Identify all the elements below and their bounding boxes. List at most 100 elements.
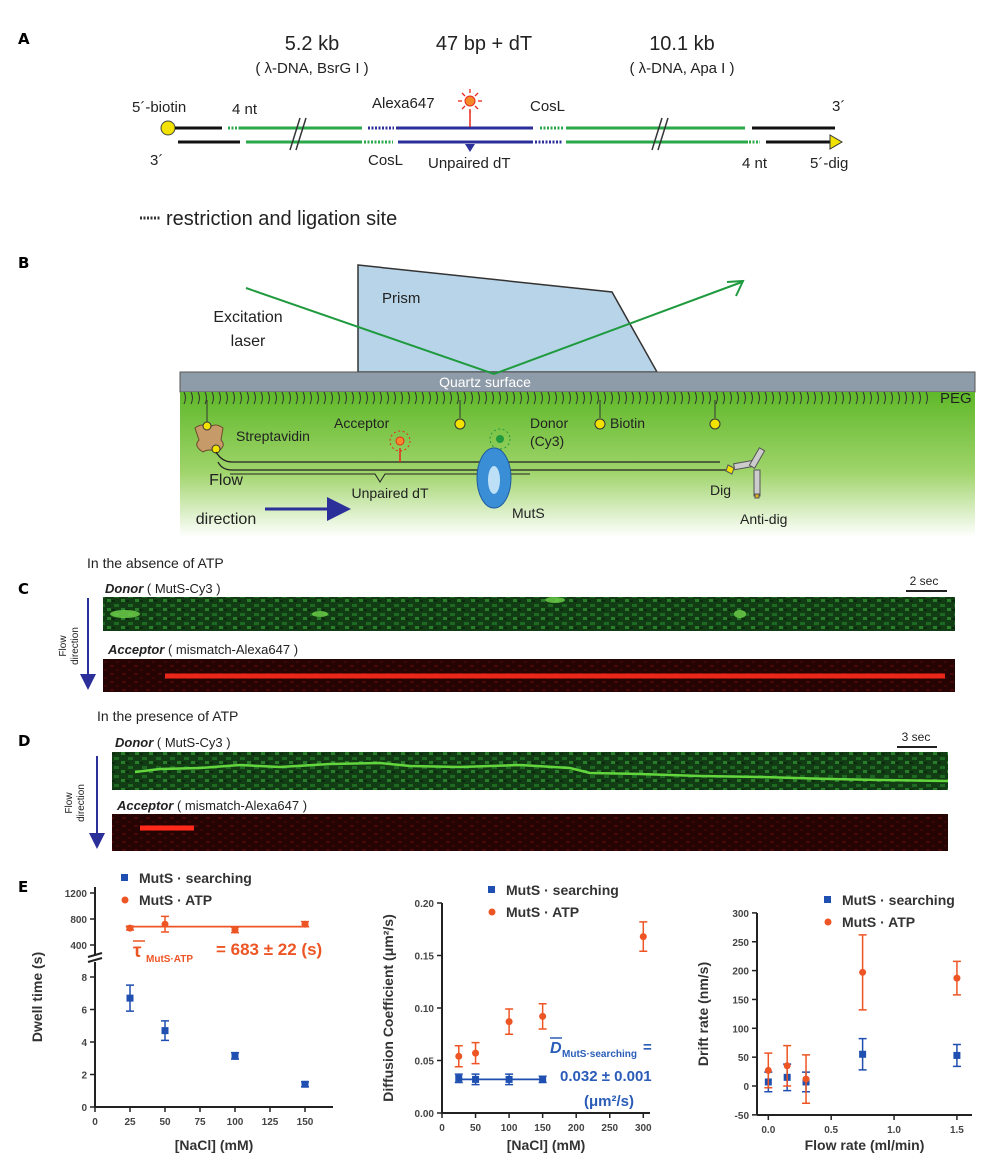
legend-entry: MutS · ATP bbox=[139, 892, 212, 908]
dig-label: Dig bbox=[710, 482, 731, 498]
data-point bbox=[505, 1075, 513, 1083]
series-muts-atp bbox=[125, 915, 310, 934]
biotin-label: Biotin bbox=[610, 415, 645, 431]
peg-chain bbox=[785, 391, 788, 405]
y-tick-label: 0 bbox=[81, 1103, 87, 1114]
biotin-icon bbox=[454, 418, 466, 430]
cosl-bottom-label: CosL bbox=[368, 152, 403, 169]
dig-5-label: 5´-dig bbox=[810, 155, 848, 172]
peg-chain bbox=[652, 391, 655, 405]
peg-chain bbox=[582, 391, 585, 405]
y-tick-label: 0.05 bbox=[415, 1057, 435, 1068]
acceptor-fluorophore-icon bbox=[389, 430, 411, 462]
x-tick-label: 1.0 bbox=[887, 1125, 901, 1136]
series-muts-searching bbox=[764, 1037, 961, 1093]
x-axis-label: [NaCl] (mM) bbox=[507, 1137, 586, 1153]
prism-label: Prism bbox=[382, 290, 420, 307]
panel-b-setup-diagram: Prism Quartz surface Excitation laser PE… bbox=[179, 264, 976, 537]
peg-chain bbox=[470, 391, 473, 405]
flow-label-1: Flow bbox=[64, 792, 75, 814]
peg-chain bbox=[708, 391, 711, 405]
peg-chain bbox=[281, 391, 284, 405]
peg-chain bbox=[526, 391, 529, 405]
x-tick-label: 1.5 bbox=[950, 1125, 964, 1136]
peg-label: PEG bbox=[940, 390, 972, 407]
y-tick-label: 800 bbox=[70, 915, 87, 926]
panel-c-kymograph: In the absence of ATP Donor ( MutS-Cy3 )… bbox=[58, 555, 955, 692]
peg-chain bbox=[239, 391, 242, 405]
series-muts-atp bbox=[764, 934, 961, 1105]
acceptor-channel-label: Acceptor ( mismatch-Alexa647 ) bbox=[107, 642, 298, 657]
data-point bbox=[472, 1075, 480, 1083]
data-point bbox=[764, 1066, 772, 1074]
biotin-5-label: 5´-biotin bbox=[132, 99, 186, 116]
peg-chain bbox=[729, 391, 732, 405]
d-unit: (μm²/s) bbox=[584, 1093, 634, 1110]
peg-chain bbox=[337, 391, 340, 405]
legend-marker-icon bbox=[121, 896, 129, 904]
x-tick-label: 0 bbox=[92, 1117, 98, 1128]
peg-chain bbox=[806, 391, 809, 405]
peg-chain bbox=[575, 391, 578, 405]
data-point bbox=[126, 924, 134, 932]
peg-chain bbox=[918, 391, 921, 405]
y-tick-label: 250 bbox=[732, 938, 749, 949]
peg-chain bbox=[204, 391, 207, 405]
excitation-label-2: laser bbox=[231, 333, 266, 350]
data-point bbox=[126, 994, 134, 1002]
donor-trace bbox=[134, 761, 949, 783]
peg-chain bbox=[547, 391, 550, 405]
data-point bbox=[472, 1049, 480, 1057]
x-tick-label: 250 bbox=[601, 1123, 618, 1134]
flow-label-2: direction bbox=[70, 627, 81, 665]
donor-channel-label: Donor ( MutS-Cy3 ) bbox=[105, 581, 221, 596]
peg-chain bbox=[400, 391, 403, 405]
x-axis-label: [NaCl] (mM) bbox=[175, 1137, 254, 1153]
streptavidin-label: Streptavidin bbox=[236, 428, 310, 444]
data-point bbox=[639, 933, 647, 941]
dna-top-strand bbox=[215, 451, 720, 463]
peg-chain bbox=[862, 391, 865, 405]
peg-chain bbox=[624, 391, 627, 405]
peg-chain bbox=[365, 391, 368, 405]
peg-chain bbox=[925, 391, 928, 405]
y-tick-label: 2 bbox=[81, 1071, 87, 1082]
peg-chain bbox=[848, 391, 851, 405]
peg-chain bbox=[610, 391, 613, 405]
data-point bbox=[231, 926, 239, 934]
unpaired-dt-brace bbox=[230, 473, 530, 483]
peg-chain bbox=[715, 391, 718, 405]
series-muts-atp bbox=[454, 921, 648, 1068]
biotin-icon bbox=[160, 120, 176, 136]
peg-chain bbox=[869, 391, 872, 405]
legend-marker-icon bbox=[121, 874, 128, 881]
donor-kymograph bbox=[103, 597, 955, 631]
data-point bbox=[301, 1080, 309, 1088]
y-tick-label: 0.15 bbox=[415, 952, 435, 963]
biotin-icon bbox=[709, 418, 721, 430]
acceptor-rest: ( mismatch-Alexa647 ) bbox=[168, 642, 298, 657]
peg-chain bbox=[820, 391, 823, 405]
x-axis-label: Flow rate (ml/min) bbox=[805, 1137, 925, 1153]
donor-bold: Donor bbox=[115, 735, 154, 750]
peg-chain bbox=[827, 391, 830, 405]
donor-bold: Donor bbox=[105, 581, 144, 596]
peg-chain bbox=[561, 391, 564, 405]
peg-chain bbox=[498, 391, 501, 405]
y-tick-label: -50 bbox=[735, 1111, 750, 1122]
peg-chain bbox=[554, 391, 557, 405]
panel-d-title: In the presence of ATP bbox=[97, 708, 238, 724]
peg-chain bbox=[890, 391, 893, 405]
peg-chain bbox=[757, 391, 760, 405]
nt-left-label: 4 nt bbox=[232, 101, 258, 118]
peg-chain bbox=[813, 391, 816, 405]
legend-entry: MutS · searching bbox=[506, 882, 619, 898]
peg-chain bbox=[645, 391, 648, 405]
legend-marker-icon bbox=[488, 886, 495, 893]
data-point bbox=[539, 1012, 547, 1020]
legend-entry: MutS · ATP bbox=[506, 904, 579, 920]
peg-chain bbox=[351, 391, 354, 405]
